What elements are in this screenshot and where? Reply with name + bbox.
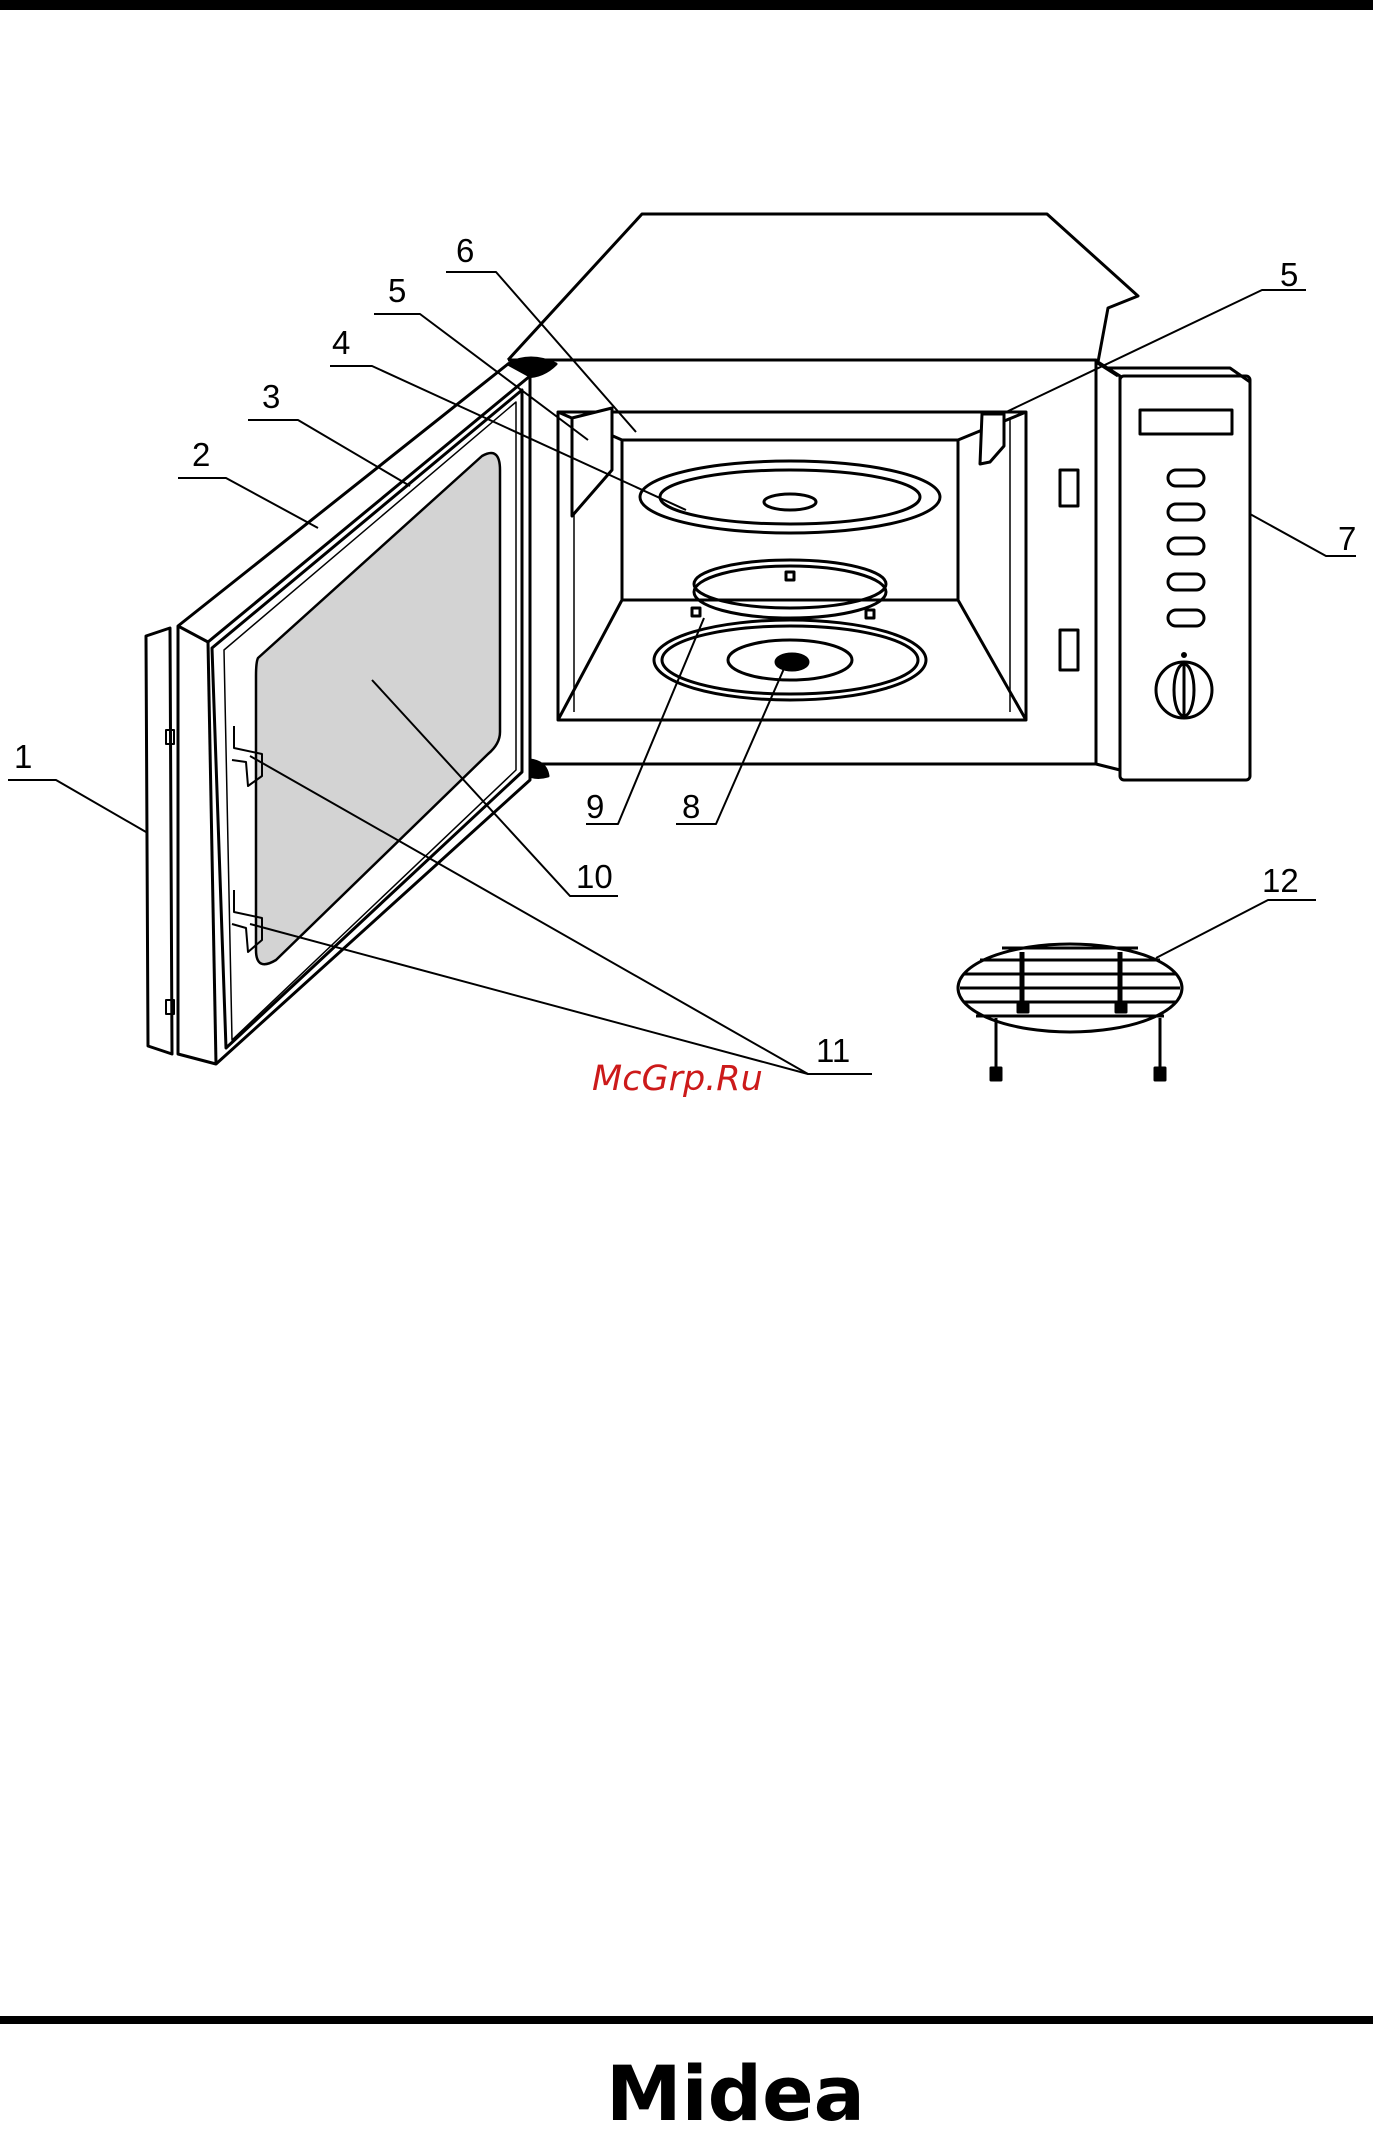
callout-4: 4 (332, 324, 350, 361)
callout-6: 6 (456, 232, 474, 269)
control-knob[interactable] (1156, 654, 1212, 719)
turntable-shaft-8 (654, 620, 926, 700)
callout-5-left: 5 (388, 272, 406, 309)
display-window (1140, 410, 1232, 434)
callout-7: 7 (1338, 520, 1356, 557)
callout-12: 12 (1262, 862, 1299, 899)
footer-rule (0, 2016, 1373, 2024)
midea-logo: Midea (540, 2030, 860, 2150)
callout-2: 2 (192, 436, 210, 473)
roller-ring-9 (692, 560, 886, 618)
callout-5-right: 5 (1280, 256, 1298, 293)
oven-top (508, 214, 1138, 362)
oven-right-side (1096, 362, 1120, 770)
control-button-1[interactable] (1168, 470, 1204, 486)
control-button-2[interactable] (1168, 504, 1204, 520)
grill-rack-12 (958, 944, 1182, 1080)
door-assembly (178, 364, 530, 1064)
control-button-4[interactable] (1168, 574, 1204, 590)
microwave-parts-diagram: 1 2 3 4 5 6 5 7 8 9 10 11 12 McGrp.Ru (0, 0, 1373, 1120)
door-interlock-slot-lower (1060, 630, 1078, 670)
waveguide-cover-right (980, 414, 1004, 464)
callout-11: 11 (816, 1032, 850, 1069)
control-button-5[interactable] (1168, 610, 1204, 626)
callout-3: 3 (262, 378, 280, 415)
callout-10: 10 (576, 858, 613, 895)
glass-tray-4 (640, 461, 940, 533)
door-interlock-slot-upper (1060, 470, 1078, 506)
watermark-text: McGrp.Ru (592, 1059, 763, 1099)
callout-1: 1 (14, 738, 32, 775)
control-button-3[interactable] (1168, 538, 1204, 554)
callout-9: 9 (586, 788, 604, 825)
control-panel (1096, 362, 1250, 780)
midea-swoosh-icon (548, 2038, 600, 2142)
brand-wordmark: Midea (606, 2049, 860, 2138)
callout-8: 8 (682, 788, 700, 825)
choke-cover-1 (146, 628, 172, 1054)
waveguide-cover-left (572, 408, 612, 516)
